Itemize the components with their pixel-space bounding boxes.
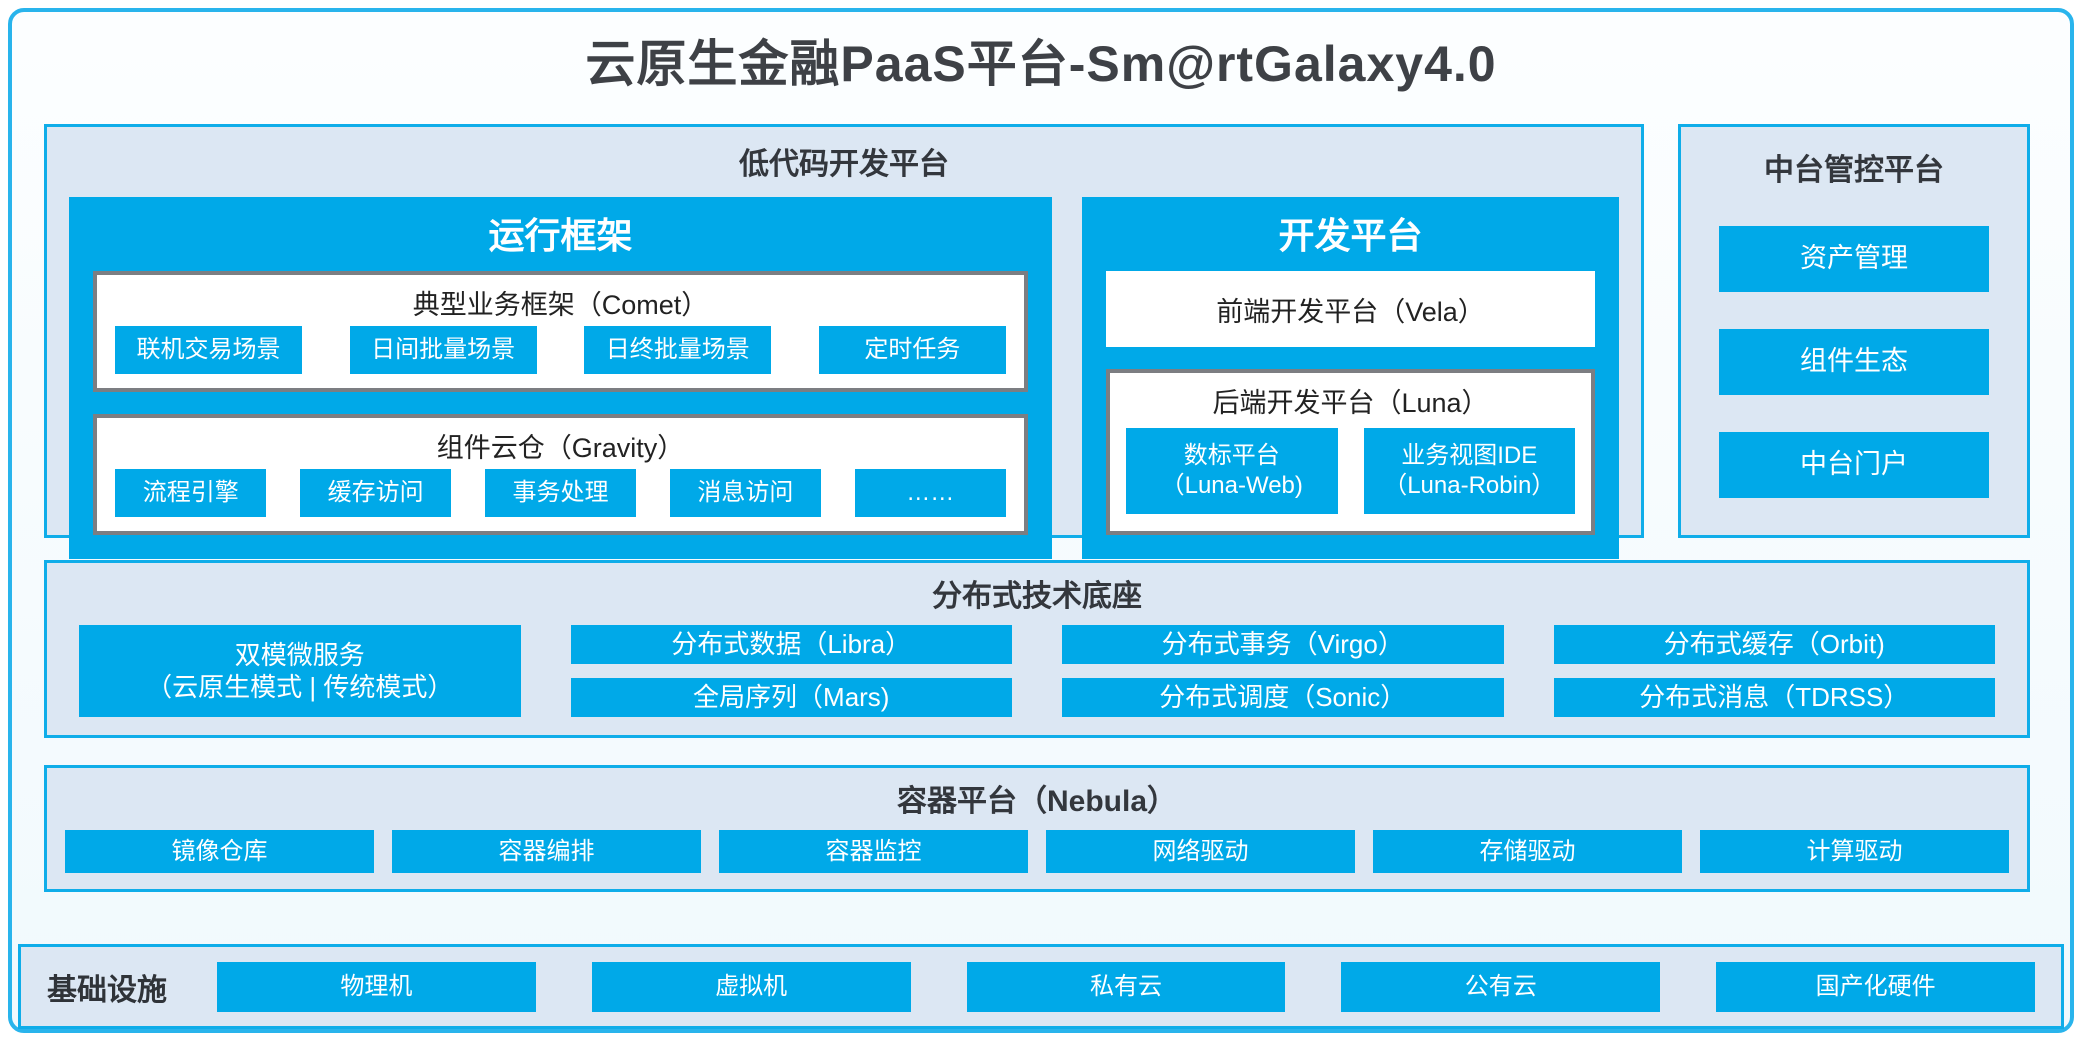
- diagram-node: 联机交易场景: [115, 326, 303, 374]
- group-title-luna: 后端开发平台（Luna）: [1212, 388, 1489, 418]
- section-title-dev: 开发平台: [1278, 215, 1423, 256]
- group-gravity: 组件云仓（Gravity） 流程引擎缓存访问事务处理消息访问 ……: [93, 414, 1028, 535]
- page-title: 云原生金融PaaS平台-Sm@rtGalaxy4.0: [585, 36, 1497, 92]
- group-title-gravity: 组件云仓（Gravity）: [436, 433, 685, 463]
- gravity-nodes: 流程引擎缓存访问事务处理消息访问 ……: [97, 469, 1024, 531]
- section-title-container: 容器平台（Nebula）: [896, 785, 1178, 818]
- section-runtime-framework: 运行框架 典型业务框架（Comet） 联机交易场景日间批量场景日终批量场景定时任…: [69, 197, 1052, 559]
- diagram-node: 容器监控: [719, 830, 1028, 873]
- section-title-low-code: 低代码开发平台: [739, 148, 949, 181]
- diagram-node: ……: [854, 469, 1006, 517]
- section-title-runtime: 运行框架: [488, 215, 633, 256]
- diagram-node: 镜像仓库: [65, 830, 374, 873]
- diagram-node: 全局序列（Mars): [570, 678, 1012, 717]
- diagram-node: 分布式消息（TDRSS）: [1553, 678, 1995, 717]
- diagram-node: 资产管理: [1719, 226, 1989, 292]
- diagram-node: 缓存访问: [299, 469, 452, 517]
- group-luna: 后端开发平台（Luna） 数标平台 （Luna-Web) 业务视图IDE: [1106, 369, 1595, 535]
- diagram-node: 事务处理: [484, 469, 637, 517]
- diagram-node: 数标平台 （Luna-Web): [1126, 427, 1338, 514]
- section-title-distributed: 分布式技术底座: [932, 580, 1142, 613]
- diagram-node: 分布式数据（Libra）: [570, 625, 1012, 664]
- section-title-mid-platform: 中台管控平台: [1764, 154, 1944, 187]
- group-title-comet: 典型业务框架（Comet）: [412, 290, 709, 320]
- distributed-nodes: 双模微服务 （云原生模式 | 传统模式） 分布式数据（Libra） 分布式事务（V…: [47, 625, 2027, 735]
- section-mid-platform-control: 中台管控平台 资产管理组件生态中台门户: [1678, 124, 2030, 538]
- diagram-node: 流程引擎: [115, 469, 267, 517]
- group-comet: 典型业务框架（Comet） 联机交易场景日间批量场景日终批量场景定时任务: [93, 271, 1028, 392]
- section-dev-platform: 开发平台 前端开发平台（Vela） 后端开发平台（Luna） 数标平台 （Lun…: [1082, 197, 1619, 559]
- diagram-node: 中台门户: [1719, 432, 1989, 498]
- low-code-body: 运行框架 典型业务框架（Comet） 联机交易场景日间批量场景日终批量场景定时任…: [47, 197, 1641, 581]
- diagram-node: 分布式事务（Virgo）: [1062, 625, 1504, 664]
- comet-nodes: 联机交易场景日间批量场景日终批量场景定时任务: [97, 326, 1024, 388]
- luna-nodes: 数标平台 （Luna-Web) 业务视图IDE （Luna-Robin）: [1110, 424, 1591, 531]
- node-dual-mode-microservice: 双模微服务 （云原生模式 | 传统模式）: [79, 625, 521, 717]
- diagram-node: 消息访问: [669, 469, 822, 517]
- diagram-node: 业务视图IDE （Luna-Robin）: [1363, 427, 1575, 514]
- mid-platform-nodes: 资产管理组件生态中台门户: [1681, 189, 2027, 535]
- diagram-node: 公有云: [1341, 961, 1661, 1012]
- node-vela: 前端开发平台（Vela）: [1106, 271, 1595, 347]
- diagram-node: 组件生态: [1719, 329, 1989, 395]
- section-container-platform: 容器平台（Nebula） 镜像仓库容器编排容器监控网络驱动存储驱动计算驱动: [44, 765, 2030, 892]
- diagram-node: 容器编排: [392, 830, 701, 873]
- dev-stack: 前端开发平台（Vela） 后端开发平台（Luna） 数标平台 （Luna-Web…: [1082, 271, 1619, 559]
- diagram-node: 私有云: [966, 961, 1286, 1012]
- diagram-node: 虚拟机: [591, 961, 911, 1012]
- runtime-stack: 典型业务框架（Comet） 联机交易场景日间批量场景日终批量场景定时任务 组件云…: [69, 271, 1052, 559]
- infrastructure-nodes: 物理机 虚拟机 私有云 公有云 国产化硬件: [217, 961, 2035, 1012]
- section-low-code-platform: 低代码开发平台 运行框架 典型业务框架（Comet） 联机交易场景日间批量场景日…: [44, 124, 1644, 559]
- diagram-node: 日终批量场景: [584, 326, 772, 374]
- diagram-node: 日间批量场景: [349, 326, 537, 374]
- diagram-node: 网络驱动: [1046, 830, 1355, 873]
- diagram-node: 分布式缓存（Orbit): [1553, 625, 1995, 664]
- diagram-node: 计算驱动: [1700, 830, 2009, 873]
- diagram-node: 存储驱动: [1373, 830, 1682, 873]
- infrastructure-label: 基础设施: [47, 973, 167, 1007]
- section-distributed-base: 分布式技术底座 双模微服务 （云原生模式 | 传统模式） 分布式数据（Libra…: [44, 560, 2030, 738]
- row-top: 低代码开发平台 运行框架 典型业务框架（Comet） 联机交易场景日间批量场景日…: [44, 124, 2030, 559]
- diagram-node: 国产化硬件: [1716, 961, 2035, 1012]
- diagram-node: 定时任务: [818, 326, 1006, 374]
- section-infrastructure: 基础设施 物理机 虚拟机 私有云 公有云 国产化硬件: [18, 944, 2064, 1029]
- diagram-node: 物理机: [217, 961, 536, 1012]
- diagram-node: 分布式调度（Sonic）: [1062, 678, 1504, 717]
- container-nodes: 镜像仓库容器编排容器监控网络驱动存储驱动计算驱动: [47, 830, 2027, 889]
